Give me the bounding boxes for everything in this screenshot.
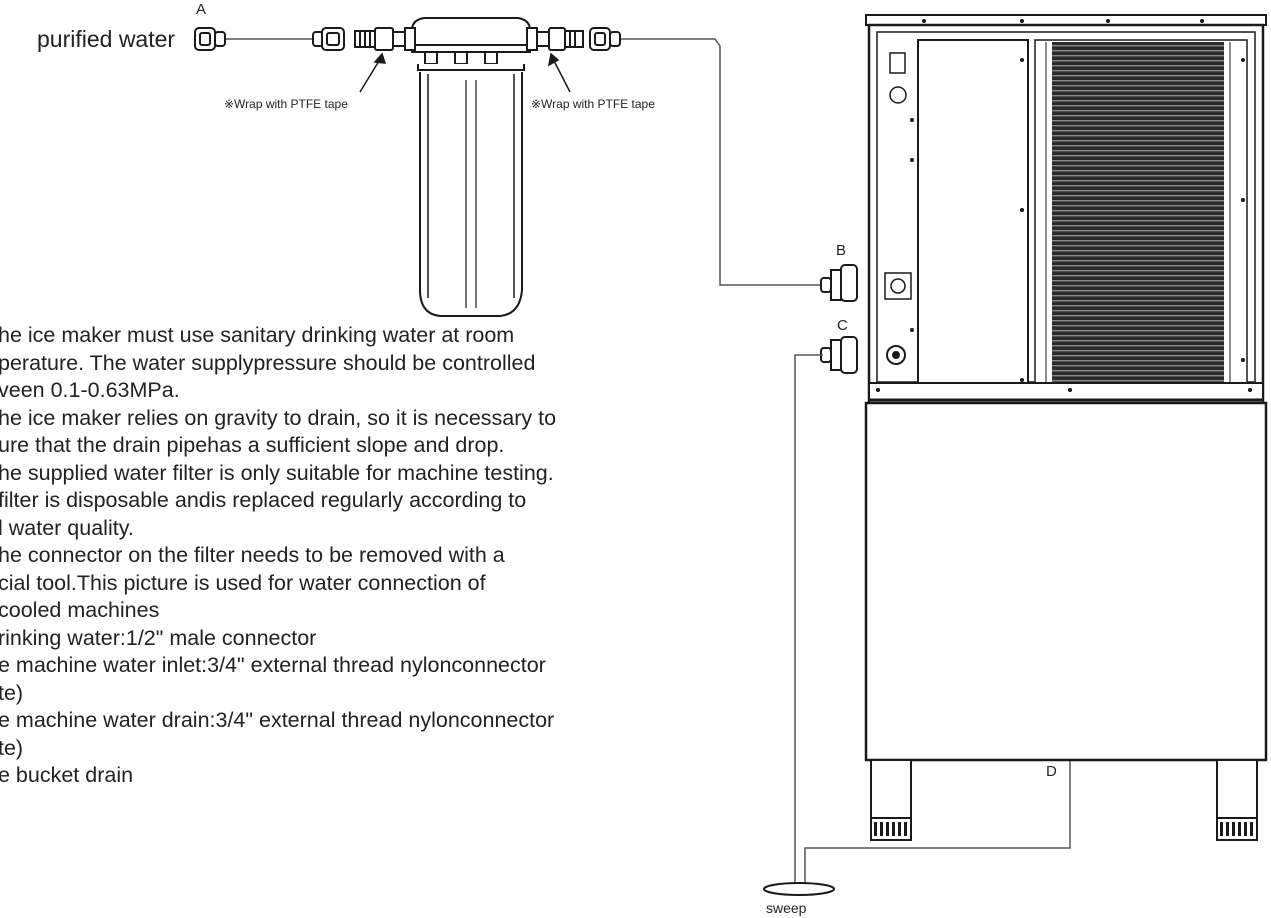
connector-c (820, 336, 858, 374)
note-line: ure that the drain pipehas a sufficient … (0, 433, 505, 457)
ptfe-pointer-left (359, 52, 387, 93)
threaded-adapter-right (536, 27, 584, 51)
ptfe-pointer-right (547, 52, 571, 93)
point-d-label: D (1046, 763, 1057, 780)
note-line: he connector on the filter needs to be r… (0, 543, 505, 567)
note-line: e bucket drain (0, 763, 134, 787)
purified-water-label: purified water (37, 26, 176, 52)
ptfe-note-left: ※Wrap with PTFE tape (224, 97, 348, 111)
note-line: perature. The water supplypressure shoul… (0, 350, 536, 375)
ice-machine (864, 14, 1268, 841)
note-line: e machine water inlet:3/4" external thre… (0, 653, 546, 677)
installation-notes: he ice maker must use sanitary drinking … (0, 322, 758, 790)
note-line: cial tool.This picture is used for water… (0, 570, 486, 595)
note-line: filter is disposable andis replaced regu… (0, 488, 527, 512)
water-filter (404, 17, 538, 317)
point-b-label: B (836, 242, 847, 259)
drain-pipe-d (804, 760, 1071, 885)
connector-b (820, 264, 858, 302)
machine-details (874, 19, 1253, 836)
note-line: l water quality. (0, 515, 134, 540)
note-line: e machine water drain:3/4" external thre… (0, 708, 555, 732)
sweep-label: sweep (766, 900, 807, 916)
supply-pipe-to-inlet (621, 38, 825, 286)
note-line: rinking water:1/2" male connector (0, 625, 317, 650)
floor-drain (763, 882, 835, 896)
note-line: te) (0, 680, 24, 705)
connector-left-nut (312, 27, 345, 51)
point-a-label: A (196, 1, 207, 18)
note-line: he supplied water filter is only suitabl… (0, 460, 554, 485)
point-c-label: C (837, 317, 848, 334)
note-line: cooled machines (0, 598, 160, 622)
note-line: te) (0, 735, 24, 760)
ptfe-note-right: ※Wrap with PTFE tape (531, 97, 655, 111)
note-line: he ice maker relies on gravity to drain,… (0, 405, 557, 430)
connector-right-nut (589, 27, 621, 51)
connector-a (194, 27, 226, 51)
threaded-adapter-left (354, 27, 406, 51)
drain-pipe-c (794, 354, 823, 885)
note-line: he ice maker must use sanitary drinking … (0, 323, 515, 347)
note-line: veen 0.1-0.63MPa. (0, 378, 180, 402)
